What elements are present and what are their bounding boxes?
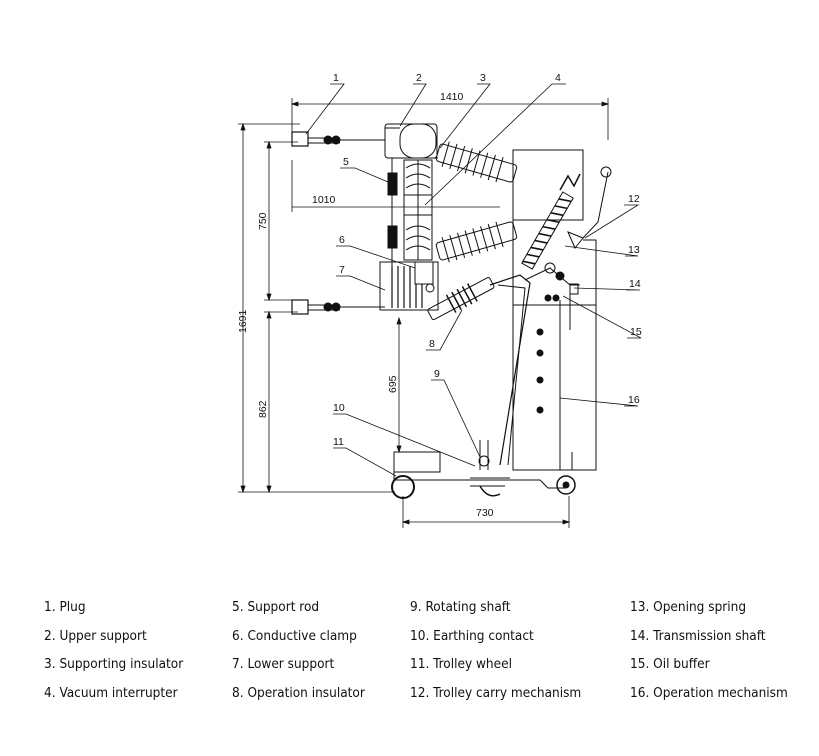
legend-item: 10. Earthing contact xyxy=(410,627,534,644)
callout-leaders xyxy=(305,83,642,477)
legend-item: 9. Rotating shaft xyxy=(410,599,511,615)
callout-14: 14 xyxy=(629,278,641,290)
breaker-technical-drawing: 1410 1010 1691 750 862 695 730 1 2 3 4 5… xyxy=(237,72,642,528)
callout-15: 15 xyxy=(630,326,642,338)
legend-item: 11. Trolley wheel xyxy=(410,656,512,672)
legend-item: 2. Upper support xyxy=(44,627,147,644)
callout-1: 1 xyxy=(333,72,339,84)
legend-column-4: 13. Opening spring 14. Transmission shaf… xyxy=(630,593,788,707)
dimension-lines xyxy=(238,98,610,528)
parts-legend: 1. Plug 2. Upper support 3. Supporting i… xyxy=(0,585,819,715)
legend-item: 6. Conductive clamp xyxy=(232,627,357,644)
dim-height-lower: 862 xyxy=(257,400,269,418)
callout-10: 10 xyxy=(333,402,345,414)
legend-item: 7. Lower support xyxy=(232,656,335,672)
dim-height-support: 695 xyxy=(387,375,399,393)
dim-width-mid: 1010 xyxy=(312,194,336,206)
legend-item: 5. Support rod xyxy=(232,599,320,615)
legend-item: 3. Supporting insulator xyxy=(44,656,184,672)
dim-wheel-base: 730 xyxy=(476,507,494,519)
callout-7: 7 xyxy=(339,264,345,276)
callout-11: 11 xyxy=(333,436,344,448)
legend-item: 13. Opening spring xyxy=(630,599,747,615)
callout-8: 8 xyxy=(429,338,435,350)
callout-2: 2 xyxy=(416,72,422,84)
legend-item: 1. Plug xyxy=(44,599,86,615)
breaker-body xyxy=(291,123,612,499)
legend-item: 16. Operation mechanism xyxy=(630,684,788,701)
dim-height-upper: 750 xyxy=(257,212,269,230)
callout-12: 12 xyxy=(628,193,640,205)
callout-16: 16 xyxy=(628,394,640,406)
legend-item: 8. Operation insulator xyxy=(232,684,365,701)
legend-column-1: 1. Plug 2. Upper support 3. Supporting i… xyxy=(44,593,183,707)
callout-13: 13 xyxy=(628,244,640,256)
callout-9: 9 xyxy=(434,368,440,380)
callout-3: 3 xyxy=(480,72,486,84)
legend-item: 15. Oil buffer xyxy=(630,656,710,672)
legend-item: 12. Trolley carry mechanism xyxy=(410,684,582,701)
legend-column-3: 9. Rotating shaft 10. Earthing contact 1… xyxy=(410,593,581,707)
callout-6: 6 xyxy=(339,234,345,246)
callout-4: 4 xyxy=(555,72,561,84)
legend-item: 14. Transmission shaft xyxy=(630,627,766,644)
legend-item: 4. Vacuum interrupter xyxy=(44,684,178,701)
callout-5: 5 xyxy=(343,156,349,168)
legend-column-2: 5. Support rod 6. Conductive clamp 7. Lo… xyxy=(232,593,365,707)
dim-width-top: 1410 xyxy=(440,91,464,103)
dim-height-total: 1691 xyxy=(237,309,249,333)
